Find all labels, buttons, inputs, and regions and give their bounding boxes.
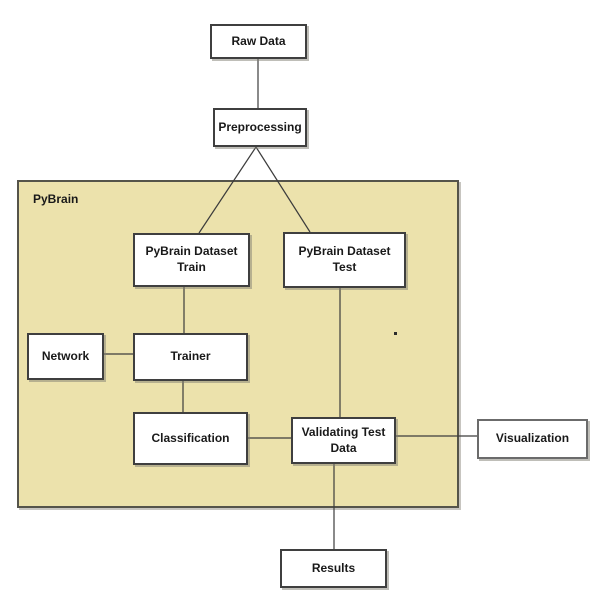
connector-preprocessing-test [255,146,311,233]
node-pybrain-dataset-test: PyBrain Dataset Test [283,232,406,288]
node-trainer: Trainer [133,333,248,381]
node-pybrain-dataset-train: PyBrain Dataset Train [133,233,250,287]
node-classification: Classification [133,412,248,465]
node-visualization: Visualization [477,419,588,459]
pybrain-container-label: PyBrain [33,192,79,206]
node-results: Results [280,549,387,588]
node-raw-data: Raw Data [210,24,307,59]
stray-dot [394,332,397,335]
node-preprocessing: Preprocessing [213,108,307,147]
node-network: Network [27,333,104,380]
connector-preprocessing-train [198,146,257,234]
node-validating-test-data: Validating Test Data [291,417,396,464]
